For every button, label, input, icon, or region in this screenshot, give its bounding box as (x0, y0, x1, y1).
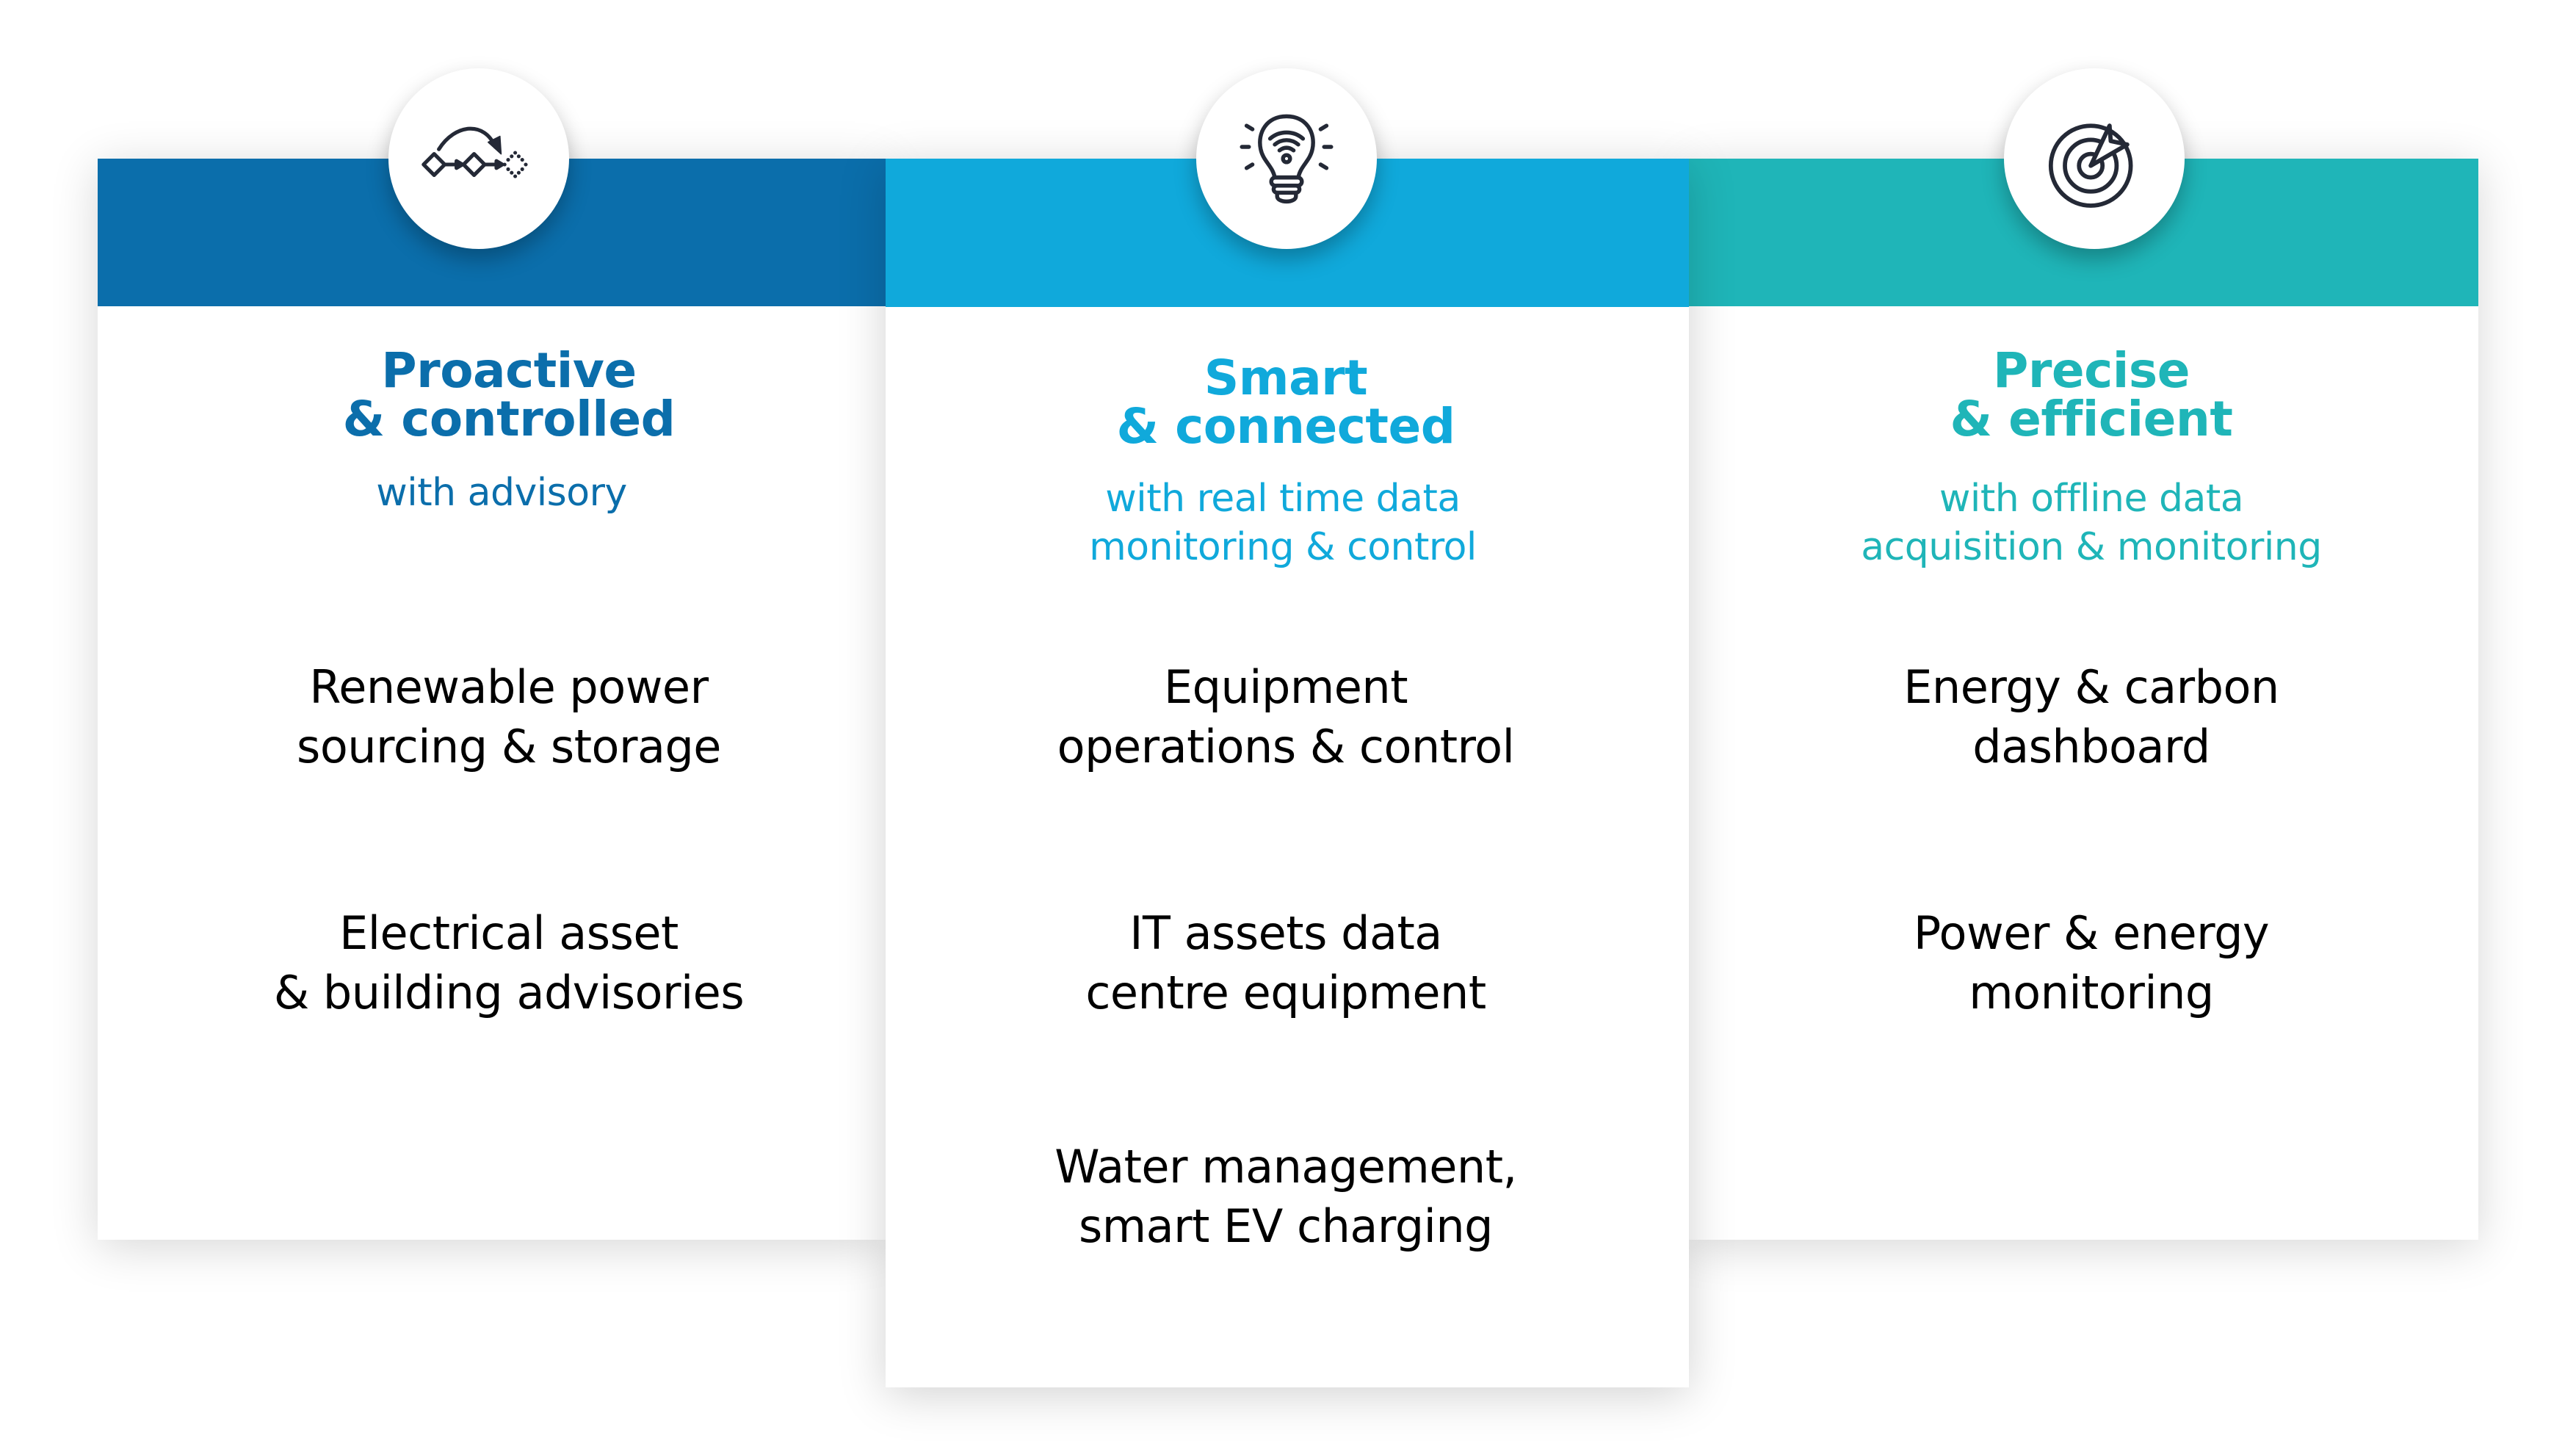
icon-badge-3 (2004, 68, 2185, 249)
card-smart-connected (886, 159, 1689, 1387)
item-line: operations & control (1057, 720, 1515, 773)
title-line: & connected (1116, 398, 1455, 455)
title-line: Smart (1204, 350, 1368, 406)
feature-item: Power & energy monitoring (1689, 903, 2494, 1022)
card3-content: Precise & efficient with offline data ac… (1689, 0, 2494, 1240)
item-line: Water management, (1054, 1140, 1517, 1193)
item-line: centre equipment (1085, 966, 1486, 1019)
subtitle-line: acquisition & monitoring (1861, 525, 2322, 569)
card-title: Precise & efficient (1689, 347, 2494, 444)
feature-item: IT assets data centre equipment (886, 903, 1686, 1022)
card-title: Smart & connected (886, 354, 1686, 451)
target-icon (2048, 123, 2133, 208)
subtitle-line: with advisory (376, 471, 627, 515)
card2-content: Smart & connected with real time data mo… (886, 0, 1686, 1387)
card1-content: Proactive & controlled with advisory Ren… (98, 0, 920, 1240)
item-line: Power & energy (1913, 906, 2270, 960)
feature-item: Electrical asset & building advisories (98, 903, 920, 1022)
title-line: Proactive (381, 342, 637, 399)
card-subtitle: with offline data acquisition & monitori… (1689, 474, 2494, 571)
item-line: smart EV charging (1078, 1199, 1494, 1253)
item-line: dashboard (1972, 720, 2210, 773)
item-line: monitoring (1969, 966, 2214, 1019)
item-line: IT assets data (1129, 906, 1442, 960)
title-line: Precise (1993, 342, 2190, 399)
card-subtitle: with advisory (83, 469, 920, 517)
process-flow-icon (422, 126, 528, 178)
title-line: & efficient (1950, 391, 2233, 447)
feature-item: Equipment operations & control (886, 657, 1686, 776)
subtitle-line: monitoring & control (1089, 525, 1477, 569)
icon-badge-2 (1196, 68, 1377, 249)
smart-lightbulb-wifi-icon (1240, 114, 1334, 204)
subtitle-line: with real time data (1105, 477, 1461, 521)
item-line: Electrical asset (339, 906, 679, 960)
feature-item: Renewable power sourcing & storage (98, 657, 920, 776)
subtitle-line: with offline data (1939, 477, 2244, 521)
item-line: Equipment (1163, 660, 1408, 714)
icon-badge-1 (388, 68, 569, 249)
card-subtitle: with real time data monitoring & control (880, 474, 1686, 571)
title-line: & controlled (342, 391, 676, 447)
item-line: & building advisories (273, 966, 745, 1019)
item-line: Renewable power (309, 660, 709, 714)
item-line: sourcing & storage (297, 720, 721, 773)
feature-item: Water management, smart EV charging (886, 1137, 1686, 1256)
card-title: Proactive & controlled (98, 347, 920, 444)
feature-item: Energy & carbon dashboard (1689, 657, 2494, 776)
item-line: Energy & carbon (1903, 660, 2279, 714)
